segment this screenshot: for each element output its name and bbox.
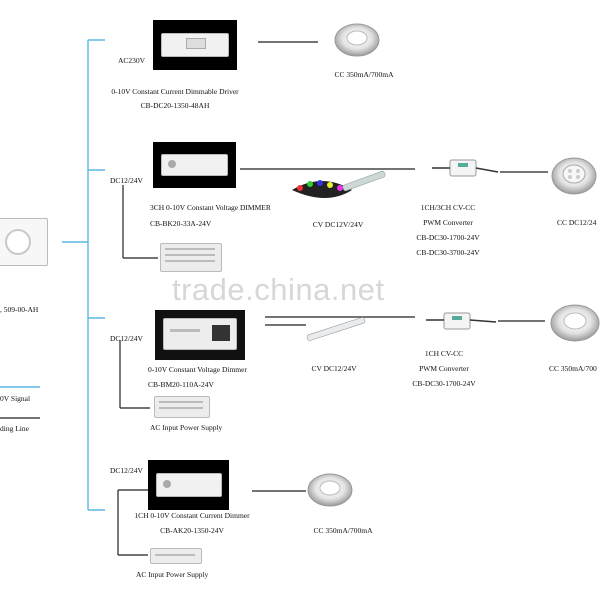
legend-wiring-label: ding Line (0, 424, 29, 433)
b1-input-label: AC230V (118, 56, 146, 65)
legend-signal-label: 0V Signal (0, 394, 31, 403)
cc-dimmer-image (148, 460, 229, 510)
b4-dimmer-name: 1CH 0-10V Constant Current Dimmer (134, 511, 250, 520)
b1-output-label: CC 350mA/700mA (334, 70, 394, 79)
watermark-text: trade.china.net (172, 272, 385, 307)
b2-converter-name: 1CH/3CH CV-CC (420, 203, 476, 212)
b3-output-label: CC 350mA/700 (549, 364, 597, 373)
b2-converter-type: PWM Converter (423, 218, 473, 227)
b3-converter-model: CB-DC30-1700-24V (412, 379, 476, 388)
b3-converter-type: PWM Converter (419, 364, 469, 373)
b2-input-label: DC12/24V (110, 176, 143, 185)
dimmable-driver-image (153, 20, 237, 70)
power-supply-image (150, 548, 202, 564)
rigid-bar-image (342, 170, 386, 192)
cv-dimmer-image (153, 142, 236, 188)
b3-dimmer-model: CB-BM20-110A-24V (148, 380, 214, 389)
b3-dimmer-name: 0-10V Constant Voltage Dimmer (148, 365, 247, 374)
b3-power-label: AC Input Power Supply (150, 423, 223, 432)
b4-dimmer-model: CB-AK20-1350-24V (160, 526, 224, 535)
converter-image (426, 312, 497, 330)
downlight-image (550, 304, 600, 342)
b3-input-label: DC12/24V (110, 334, 143, 343)
b3-converter-name: 1CH CV-CC (424, 349, 464, 358)
wall-controller-image (0, 218, 48, 266)
rigid-bar-image (306, 317, 366, 341)
b1-driver-name: 0-10V Constant Current Dimmable Driver (111, 87, 239, 96)
b2-dimmer-name: 3CH 0-10V Constant Voltage DIMMER (150, 203, 271, 212)
b1-driver-model: CB-DC20-1350-48AH (140, 101, 210, 110)
controller-model-label: , 509-00-AH (0, 305, 39, 314)
b4-power-label: AC Input Power Supply (136, 570, 209, 579)
b2-output-label: CC DC12/24 (557, 218, 597, 227)
b3-strip-label: CV DC12/24V (311, 364, 357, 373)
b4-input-label: DC12/24V (110, 466, 143, 475)
cv-dimmer-image (155, 310, 245, 360)
power-supply-image (160, 243, 222, 272)
b4-output-label: CC 350mA/700mA (313, 526, 373, 535)
b2-dimmer-model: CB-BK20-33A-24V (150, 219, 212, 228)
b2-converter-model-2: CB-DC30-3700-24V (416, 248, 480, 257)
b2-converter-model-1: CB-DC30-1700-24V (416, 233, 480, 242)
led-strip-reel-image (292, 180, 352, 198)
downlight-image (307, 473, 353, 507)
downlight-image (334, 23, 380, 57)
b2-strip-label: CV DC12V/24V (312, 220, 364, 229)
power-supply-image (154, 396, 210, 418)
converter-image (432, 159, 499, 177)
downlight-image (551, 157, 597, 195)
